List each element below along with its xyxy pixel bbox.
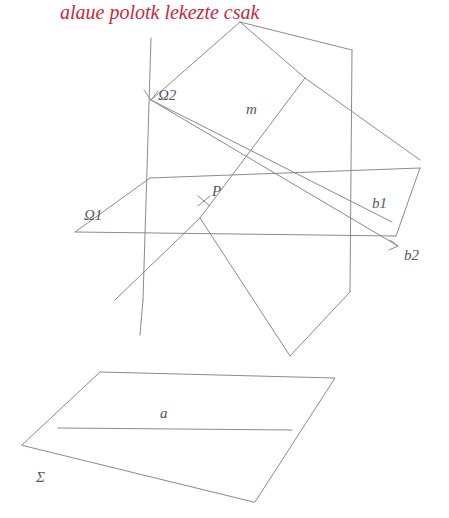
plane-edge	[75, 178, 150, 232]
point-cross	[198, 196, 210, 206]
plane-edge	[305, 78, 420, 160]
plane-edge	[240, 22, 352, 50]
line-label: b2	[404, 248, 419, 263]
plane-edge	[396, 168, 420, 236]
plane-label: Σ	[36, 470, 45, 485]
line-label: a	[160, 406, 168, 421]
arrow-mark	[144, 90, 158, 100]
plane-edge	[290, 292, 350, 356]
arrow-mark	[389, 240, 398, 250]
vertical-edge	[143, 38, 151, 300]
vertical-edge	[140, 300, 143, 335]
plane-edge	[150, 168, 420, 178]
heading-note: alaue polotk lekezte csak	[60, 2, 259, 22]
point-label: P	[212, 184, 221, 199]
plane-sigma	[22, 372, 335, 502]
line-a	[58, 428, 292, 430]
line-b1	[151, 100, 392, 222]
line-label: m	[246, 102, 257, 117]
plane-edge	[75, 232, 396, 236]
line-label: b1	[372, 196, 387, 211]
plane-label: Ω1	[84, 208, 102, 223]
plane-edge	[200, 218, 290, 356]
point-cross	[198, 196, 210, 206]
line-m	[200, 78, 305, 218]
line-b2	[151, 100, 398, 246]
plane-edge	[115, 218, 200, 300]
plane-label: Ω2	[158, 88, 176, 103]
